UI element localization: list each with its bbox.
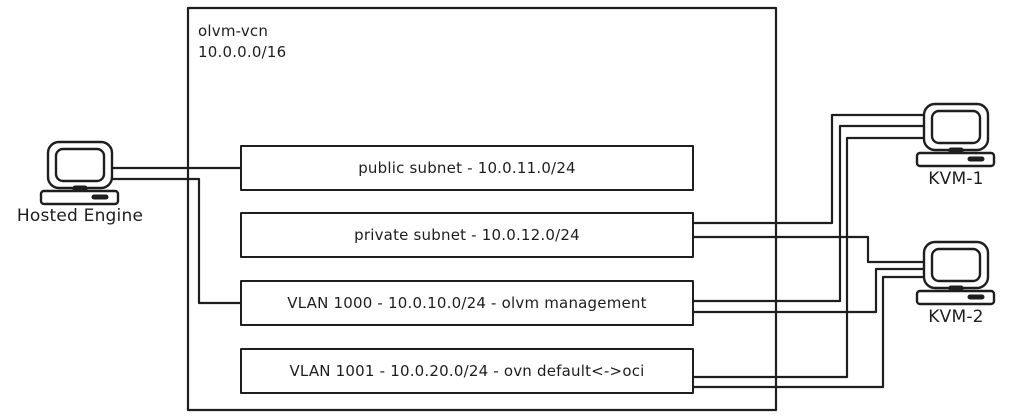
wire-kvm1-private-subnet [691,113,926,225]
wires [110,113,926,389]
private-subnet-box [240,212,694,258]
hosted-engine-icon [39,140,120,206]
host-kvm-2: KVM-2 [915,240,996,327]
vlan-1001-box [240,348,694,394]
wire-kvm2-vlan-1001 [691,275,926,389]
kvm-2-icon [915,240,996,306]
host-kvm-1: KVM-1 [915,102,996,189]
wire-kvm1-vlan-1001 [691,136,926,379]
wire-kvm1-vlan-1000 [691,124,926,303]
vlan-1001-label: VLAN 1001 - 10.0.20.0/24 - ovn default<-… [289,362,644,380]
kvm-2-label: KVM-2 [928,307,983,327]
wire-hosted-engine-vlan-1000 [110,177,243,305]
public-subnet-label: public subnet - 10.0.11.0/24 [358,159,576,177]
vlan-1000-box [240,280,694,326]
vcn-cidr: 10.0.0.0/16 [198,43,286,61]
subnet-boxes: public subnet - 10.0.11.0/24 private sub… [240,145,694,394]
vlan-1000-label: VLAN 1000 - 10.0.10.0/24 - olvm manageme… [287,294,646,312]
kvm-1-icon [915,102,996,168]
wire-kvm2-private-subnet [691,235,926,264]
host-hosted-engine: Hosted Engine [17,140,143,226]
kvm-1-label: KVM-1 [928,169,983,189]
vcn-name: olvm-vcn [198,22,268,40]
vcn-box [186,6,778,412]
public-subnet-box [240,145,694,191]
private-subnet-label: private subnet - 10.0.12.0/24 [354,226,580,244]
hosted-engine-label: Hosted Engine [17,206,143,226]
wire-kvm2-vlan-1000 [691,267,926,314]
